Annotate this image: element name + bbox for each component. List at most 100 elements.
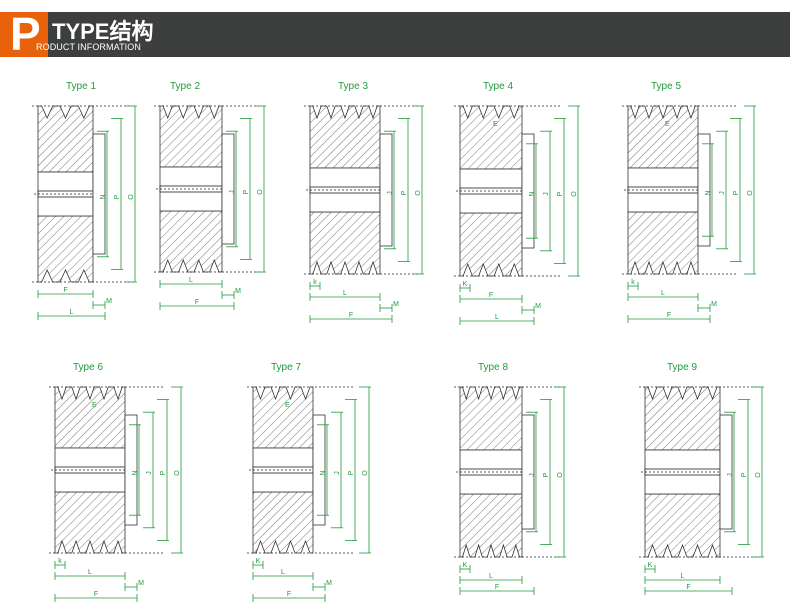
dimension-label-M: M <box>138 580 144 587</box>
type-title: Type 2 <box>170 81 200 92</box>
pulley-upper-section <box>54 386 126 449</box>
dimension-label-L: L <box>681 573 685 580</box>
dimension-label-O: O <box>747 190 754 196</box>
type-title: Type 1 <box>66 81 96 92</box>
dimension-label-J: J <box>543 192 550 196</box>
type-title: Type 5 <box>651 81 681 92</box>
hub <box>124 414 138 526</box>
diagram-type-4: Type 4 E N J P O K F M L <box>454 81 580 325</box>
diagram-type-5: Type 5 E N J P OkL M F <box>622 81 756 323</box>
pulley-lower-section <box>309 211 381 275</box>
section-subtitle: RODUCT INFORMATION <box>36 42 141 52</box>
dimension-label-N: N <box>529 191 536 196</box>
dimension-label-O: O <box>174 470 181 476</box>
pulley-upper-section <box>252 386 314 449</box>
dimension-label-E: E <box>92 402 97 409</box>
dimension-label-E: E <box>665 121 670 128</box>
dimension-label-k: k <box>58 558 62 565</box>
dimension-label-M: M <box>106 298 112 305</box>
dimension-label-M: M <box>535 303 541 310</box>
dimension-label-N: N <box>132 470 139 475</box>
dimension-label-P: P <box>733 190 740 195</box>
dimension-label-J: J <box>727 473 734 477</box>
dimension-label-L: L <box>343 290 347 297</box>
dimension-label-L: L <box>70 309 74 316</box>
dimension-label-L: L <box>88 569 92 576</box>
dimension-label-O: O <box>128 194 135 200</box>
dimension-label-O: O <box>571 191 578 197</box>
pulley-lower-section <box>54 491 126 554</box>
dimension-label-M: M <box>393 301 399 308</box>
dimension-label-J: J <box>529 473 536 477</box>
keyway <box>54 466 126 474</box>
hub <box>312 414 326 526</box>
dimension-label-P: P <box>543 472 550 477</box>
dimension-label-L: L <box>495 314 499 321</box>
logo-block: P <box>0 8 48 60</box>
hub <box>92 133 106 255</box>
hub <box>719 414 733 530</box>
type-title: Type 6 <box>73 362 103 373</box>
dimension-label-O: O <box>557 472 564 478</box>
section-title: TYPE结构 <box>52 19 154 44</box>
type-title: Type 4 <box>483 81 513 92</box>
dimension-label-F: F <box>287 591 291 598</box>
dimension-label-N: N <box>705 190 712 195</box>
pulley-upper-section <box>459 105 523 170</box>
dimension-label-F: F <box>686 584 690 591</box>
dimension-label-K: K <box>256 558 261 565</box>
dimension-label-k: k <box>313 279 317 286</box>
dimension-label-F: F <box>349 312 353 319</box>
dimension-label-P: P <box>741 472 748 477</box>
dimension-label-O: O <box>755 472 762 478</box>
dimension-label-K: K <box>463 562 468 569</box>
dimension-label-K: K <box>463 281 468 288</box>
dimension-label-L: L <box>661 290 665 297</box>
dimension-label-F: F <box>667 312 671 319</box>
dimension-label-M: M <box>711 301 717 308</box>
dimension-label-F: F <box>489 292 493 299</box>
dimension-label-E: E <box>285 402 290 409</box>
dimension-label-P: P <box>557 191 564 196</box>
pulley-lower-section <box>459 212 523 277</box>
dimension-label-J: J <box>334 471 341 475</box>
hub <box>521 414 535 530</box>
type-title: Type 8 <box>478 362 508 373</box>
dimension-label-P: P <box>160 470 167 475</box>
dimension-label-F: F <box>195 299 199 306</box>
dimension-label-O: O <box>415 190 422 196</box>
pulley-lower-section <box>459 493 523 558</box>
type-title: Type 3 <box>338 81 368 92</box>
pulley-lower-section <box>252 491 314 554</box>
dimension-label-E: E <box>493 121 498 128</box>
dimension-label-L: L <box>489 573 493 580</box>
dimension-label-N: N <box>320 470 327 475</box>
pulley-upper-section <box>37 105 94 173</box>
pulley-upper-section <box>159 105 223 168</box>
logo-letter: P <box>10 8 41 60</box>
pulley-upper-section <box>627 105 699 169</box>
section-header: P TYPE结构 RODUCT INFORMATION <box>0 8 790 60</box>
dimension-label-P: P <box>401 190 408 195</box>
dimension-label-L: L <box>281 569 285 576</box>
hub <box>697 133 711 247</box>
pulley-upper-section <box>644 386 721 451</box>
dimension-label-J: J <box>146 471 153 475</box>
dimension-label-k: k <box>631 279 635 286</box>
diagram-type-8: Type 8 J P O K LF <box>454 362 566 595</box>
dimension-label-M: M <box>235 288 241 295</box>
dimension-label-J: J <box>719 191 726 195</box>
pulley-lower-section <box>37 215 94 283</box>
hub <box>221 133 235 245</box>
dimension-label-L: L <box>189 277 193 284</box>
dimension-label-O: O <box>362 470 369 476</box>
pulley-lower-section <box>627 211 699 275</box>
dimension-label-F: F <box>495 584 499 591</box>
